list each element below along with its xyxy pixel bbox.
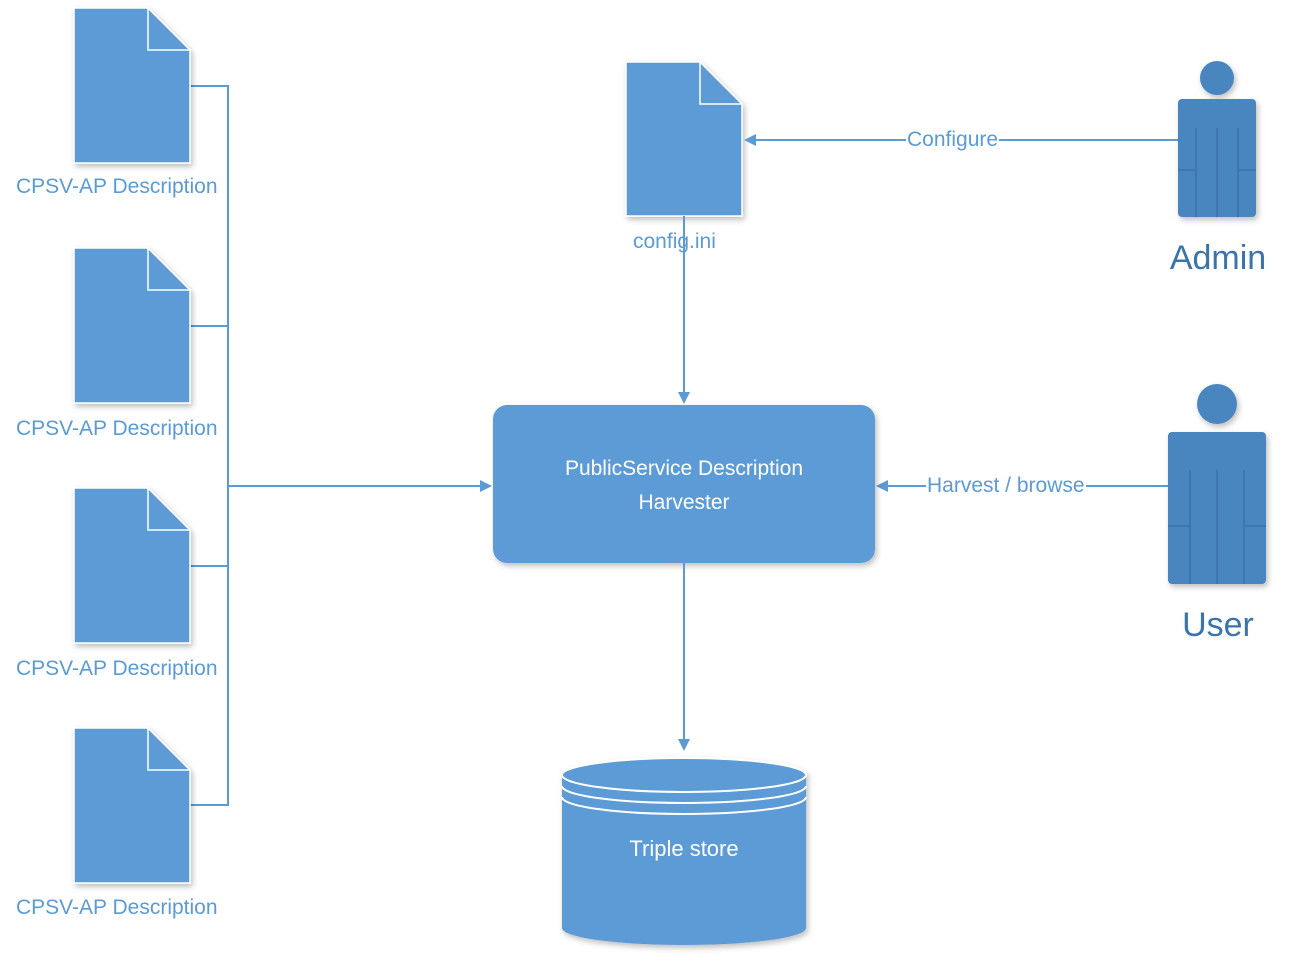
document-icon bbox=[625, 61, 743, 217]
triple-store-label: Triple store bbox=[629, 836, 739, 861]
harvest-edge-label: Harvest / browse bbox=[926, 474, 1086, 497]
document-icon bbox=[73, 7, 191, 164]
document-label: CPSV-AP Description bbox=[16, 657, 218, 680]
document-icon bbox=[73, 727, 191, 884]
document-label: CPSV-AP Description bbox=[16, 896, 218, 919]
database-icon bbox=[561, 757, 807, 945]
harvester-title: PublicService Description Harvester bbox=[495, 452, 873, 520]
document-label: CPSV-AP Description bbox=[16, 175, 218, 198]
config-label: config.ini bbox=[633, 230, 716, 253]
bus-line bbox=[190, 85, 229, 806]
harvester-title-line2: Harvester bbox=[638, 491, 730, 514]
doc-connectors bbox=[190, 85, 492, 806]
document-icon bbox=[73, 247, 191, 404]
admin-label: Admin bbox=[1169, 239, 1267, 277]
document-label: CPSV-AP Description bbox=[16, 417, 218, 440]
person-icon bbox=[1178, 61, 1256, 217]
user-label: User bbox=[1182, 606, 1254, 644]
configure-edge-label: Configure bbox=[906, 128, 1000, 151]
person-icon bbox=[1168, 384, 1266, 584]
harvester-title-line1: PublicService Description bbox=[564, 457, 804, 480]
document-icon bbox=[73, 487, 191, 644]
harvester-box bbox=[493, 405, 875, 563]
